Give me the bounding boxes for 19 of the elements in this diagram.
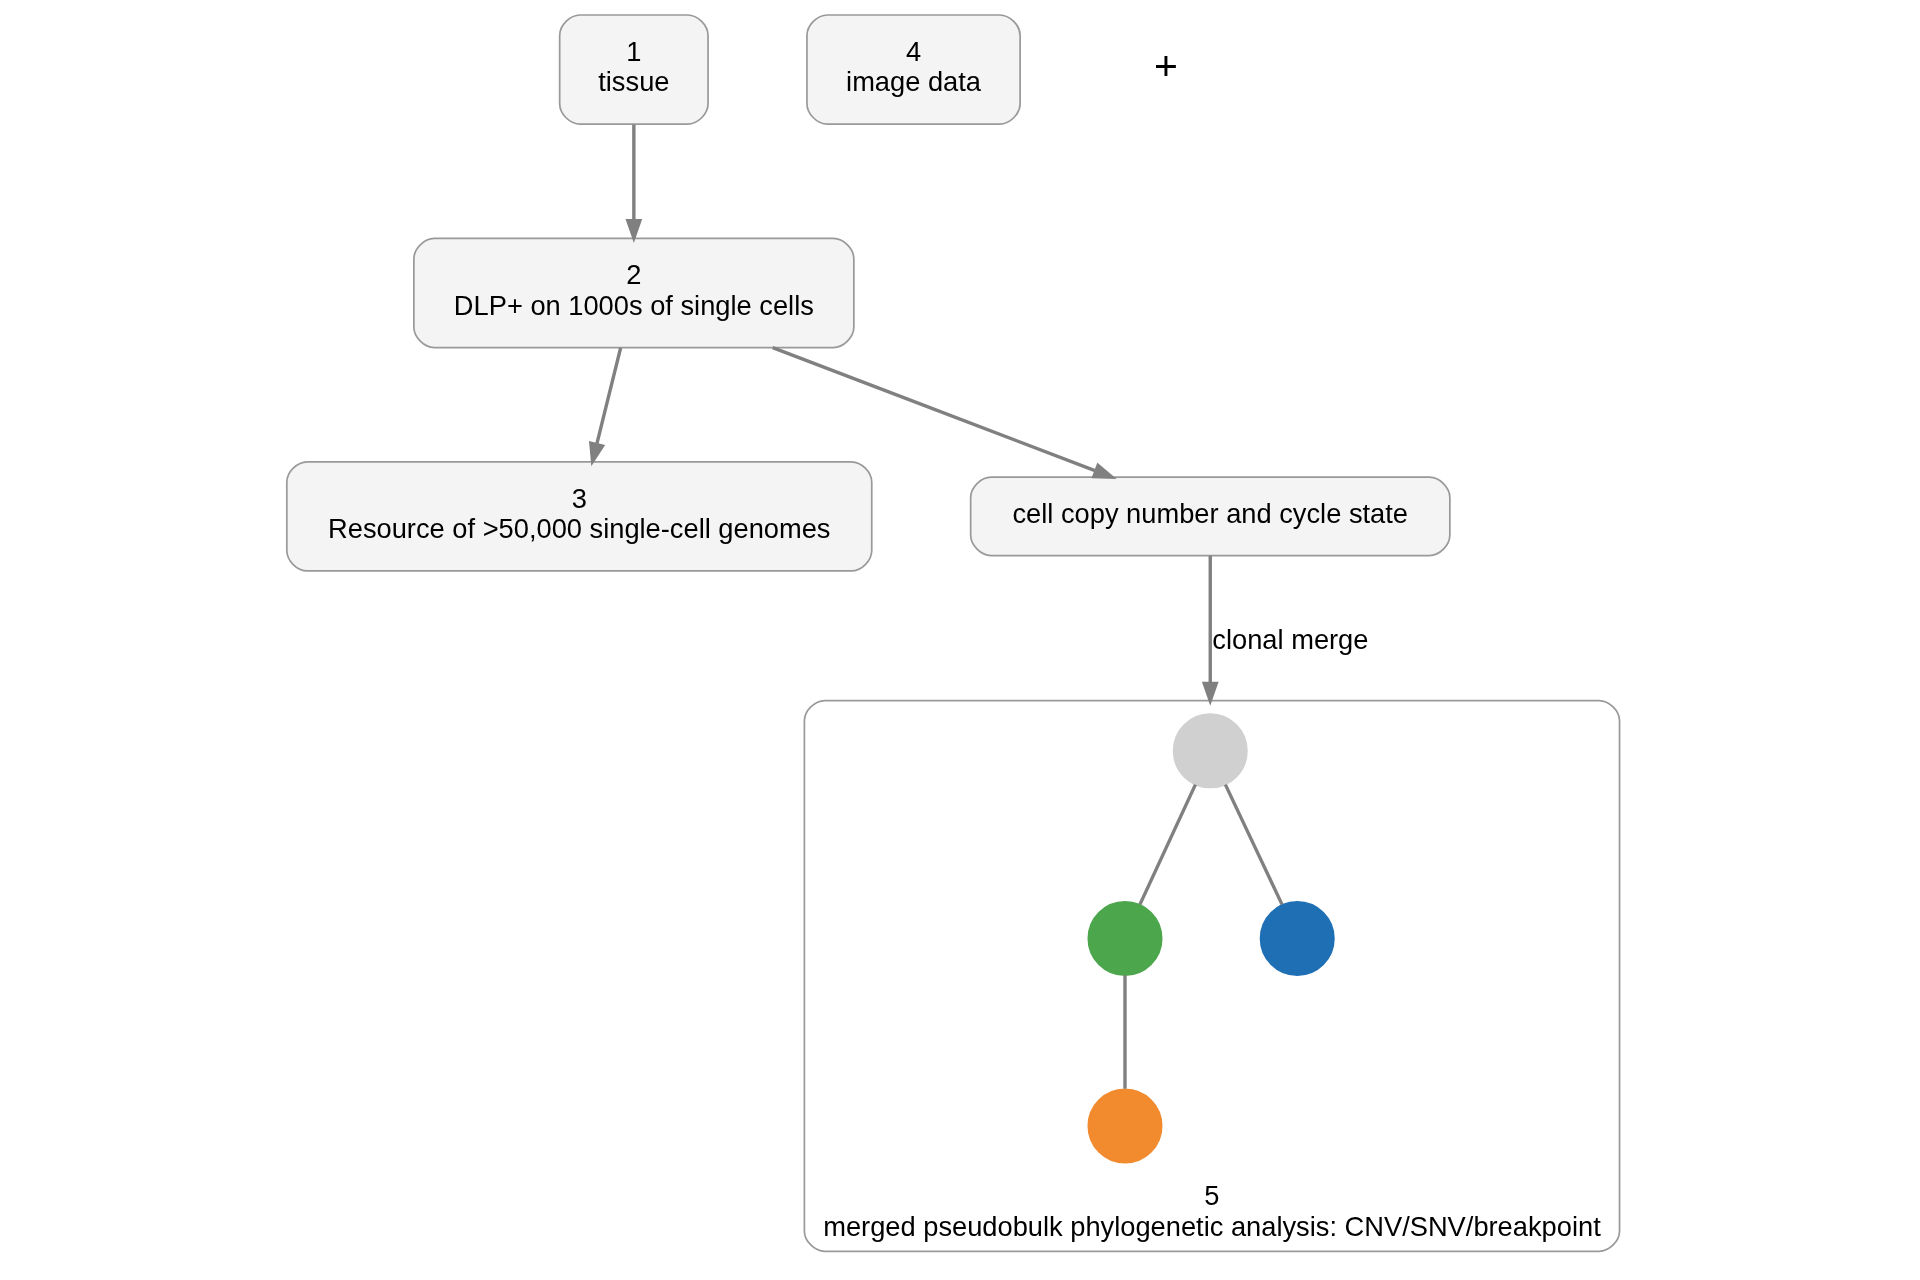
arrow (588, 347, 623, 467)
arrow (1201, 555, 1219, 706)
arrow (625, 124, 643, 243)
edge-label: clonal merge (1212, 624, 1369, 656)
node-box: cell copy number and cycle state (969, 476, 1451, 557)
node-circle (1259, 900, 1335, 976)
connector (1223, 783, 1284, 906)
node-box: 2 DLP+ on 1000s of single cells (413, 237, 855, 349)
node-circle (1087, 1088, 1163, 1164)
node-circle (1172, 713, 1248, 789)
node-box: 1 tissue (558, 14, 709, 125)
label: + (1153, 43, 1178, 90)
connector (1123, 975, 1127, 1089)
node-box: 4 image data (806, 14, 1021, 125)
connector (1138, 783, 1197, 906)
node-box: 3 Resource of >50,000 single-cell genomes (285, 460, 873, 572)
cluster: 5 merged pseudobulk phylogenetic analysis: CNV/SNV/breakpoint (803, 699, 1621, 1253)
node-circle (1087, 900, 1163, 976)
arrow (772, 346, 1117, 479)
